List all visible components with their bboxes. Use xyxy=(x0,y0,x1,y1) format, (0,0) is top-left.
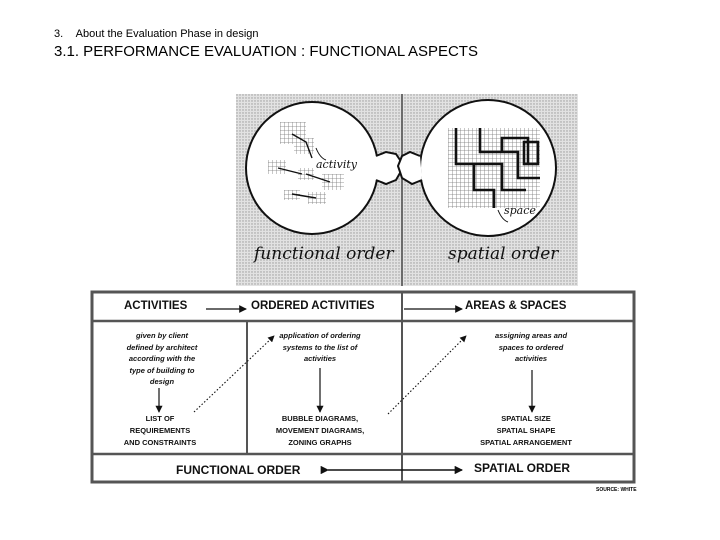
spatial-order-caption: spatial order xyxy=(448,244,559,264)
space-label: space xyxy=(504,204,536,217)
ordered-activities-description: application of ordering systems to the l… xyxy=(279,331,361,363)
header-areas-spaces: AREAS & SPACES xyxy=(465,300,567,312)
diagonal-arrow-2 xyxy=(387,335,467,415)
activity-label: activity xyxy=(316,158,358,171)
spatial-circle xyxy=(396,99,557,237)
header-ordered-activities: ORDERED ACTIVITIES xyxy=(251,300,375,312)
activities-output: LIST OF REQUIREMENTS AND CONSTRAINTS xyxy=(123,414,197,447)
section-number: 3. xyxy=(54,28,64,40)
spatial-order-label: SPATIAL ORDER xyxy=(474,461,571,475)
order-sketch: activity space functional order spatial … xyxy=(236,94,578,286)
diagonal-arrow-1 xyxy=(193,335,275,413)
activities-description: given by client defined by architect acc… xyxy=(126,331,198,386)
functional-order-label: FUNCTIONAL ORDER xyxy=(176,463,301,477)
areas-spaces-description: assigning areas and spaces to ordered ac… xyxy=(494,331,568,363)
ordered-activities-output: BUBBLE DIAGRAMS, MOVEMENT DIAGRAMS, ZONI… xyxy=(275,414,365,447)
header-activities: ACTIVITIES xyxy=(124,300,188,312)
functional-order-caption: functional order xyxy=(254,244,394,264)
section-title: About the Evaluation Phase in design xyxy=(75,28,259,40)
areas-spaces-output: SPATIAL SIZE SPATIAL SHAPE SPATIAL ARRAN… xyxy=(480,414,572,447)
functional-circle xyxy=(245,101,406,235)
order-sketch-drawing xyxy=(236,94,578,286)
source-note: SOURCE: WHITE xyxy=(596,487,637,493)
section-heading: 3. About the Evaluation Phase in design xyxy=(54,28,259,40)
process-table-frame xyxy=(90,290,636,484)
slide-title: 3.1. PERFORMANCE EVALUATION : FUNCTIONAL… xyxy=(54,43,478,60)
